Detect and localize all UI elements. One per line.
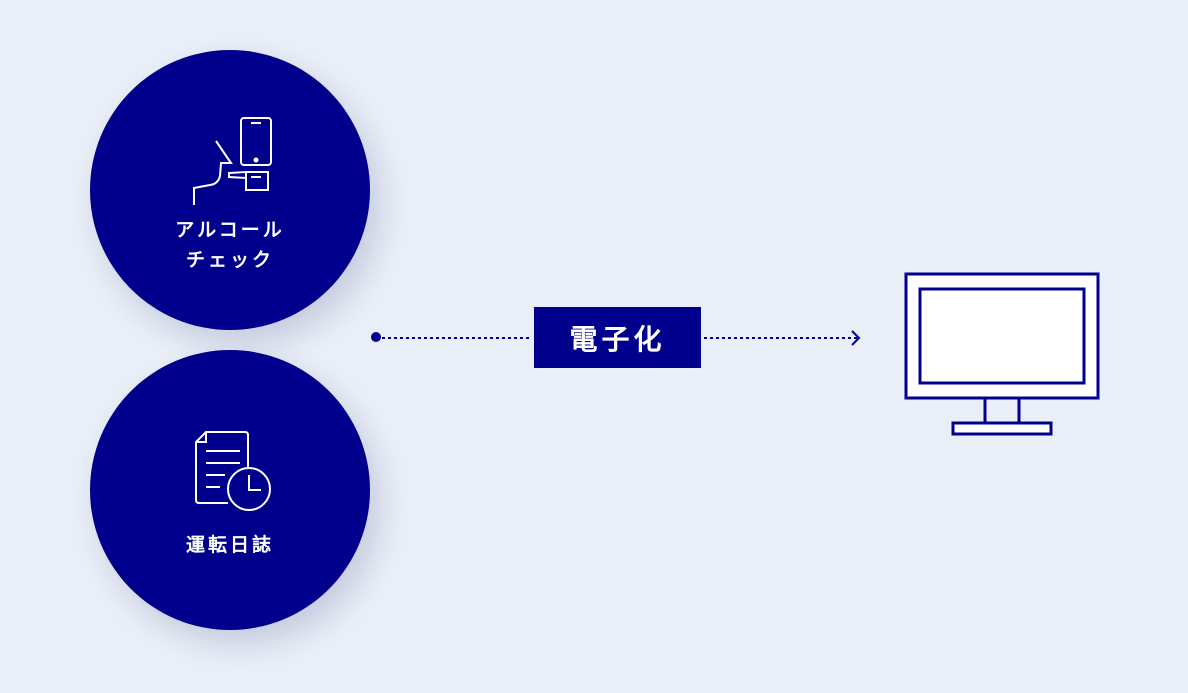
monitor-icon [904,272,1100,436]
alcohol-check-node: アルコール チェック [90,50,370,330]
document-clock-icon [195,431,271,511]
alcohol-check-label-line2: チェック [185,249,274,271]
digitization-badge: 電子化 [534,307,701,368]
alcohol-check-label-line1: アルコール [175,219,285,241]
arrow-head-icon [851,330,861,346]
breathalyzer-phone-icon [193,117,272,205]
driving-log-label: 運転日誌 [185,534,274,556]
arrow-start-dot [371,332,381,342]
driving-log-node: 運転日誌 [90,350,370,630]
